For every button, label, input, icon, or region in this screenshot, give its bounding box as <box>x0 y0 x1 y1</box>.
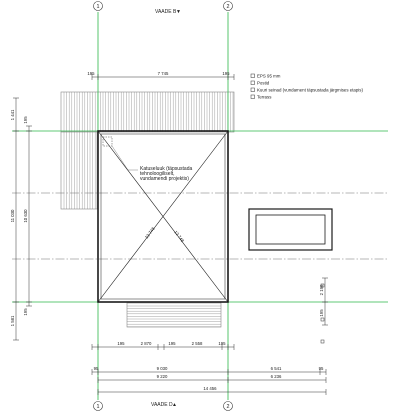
marker-square <box>320 339 325 344</box>
dim-right-1: 2 196 <box>319 284 324 295</box>
square-outline-icon <box>250 87 255 92</box>
terrace-hatch <box>126 302 222 328</box>
axis-bubble-bottom-2: 2 <box>223 401 233 411</box>
svg-text:EPS 95 mm: EPS 95 mm <box>257 74 281 79</box>
svg-text:Postid: Postid <box>257 81 270 86</box>
marker-square <box>320 283 325 288</box>
axis-bubble-top-2: 2 <box>223 1 233 11</box>
dim-top-2: 7 745 <box>158 71 169 76</box>
roof-hatch-note-1: Katuseluuk (täpsustada <box>140 166 192 172</box>
marker-square <box>320 317 325 322</box>
legend: EPS 95 mm Postid Kuuri seinad (vundament… <box>250 73 363 100</box>
dim-left2-2: 10 630 <box>23 209 28 223</box>
dim-left2-3: 195 <box>23 308 28 316</box>
dim-bottom1-1: 195 <box>117 341 125 346</box>
dim-bottom3-2: 6 236 <box>271 374 282 379</box>
dim-left1-3: 1 581 <box>10 315 15 326</box>
roof-overhang-left <box>60 131 98 210</box>
dim-left1-1: 1 441 <box>10 109 15 120</box>
building-outline <box>97 130 229 303</box>
axis-bubble-top-1: 1 <box>93 1 103 11</box>
diagonal-label-b: 13 748 <box>173 230 185 244</box>
shed-outline <box>248 208 333 251</box>
svg-text:1: 1 <box>97 4 100 10</box>
dim-right-2: 195 <box>319 309 324 317</box>
dim-bottom2-3: 6 541 <box>271 366 282 371</box>
legend-item: Postid <box>250 80 270 86</box>
view-label-top: VAADE B <box>155 9 177 15</box>
legend-item: Kuuri seinad (vundament täpsustada järgm… <box>250 87 363 93</box>
square-outline-icon <box>250 94 255 99</box>
square-outline-icon <box>250 80 255 85</box>
reference-lines <box>12 192 388 260</box>
dim-bottom1-5: 195 <box>218 341 226 346</box>
dim-bottom1-3: 195 <box>168 341 176 346</box>
dim-bottom1-2: 2 870 <box>141 341 152 346</box>
dim-bottom2-2: 9 030 <box>157 366 168 371</box>
legend-item: EPS 95 mm <box>250 73 281 79</box>
dim-bottom4-1: 14 456 <box>203 386 217 391</box>
dim-bottom3-1: 9 220 <box>157 374 168 379</box>
dim-left2-1: 195 <box>23 116 28 124</box>
view-label-bottom: VAADE D <box>151 402 173 408</box>
roof-hatch-square <box>102 136 113 147</box>
view-marker-top: ▼ <box>176 9 181 15</box>
svg-text:2: 2 <box>227 404 230 410</box>
dim-left1-2: 11 030 <box>10 209 15 222</box>
roof-hatch-leader <box>111 145 138 171</box>
dim-bottom2-1: 95 <box>94 366 99 371</box>
svg-text:1: 1 <box>97 404 100 410</box>
dim-bottom2-4: 95 <box>319 366 324 371</box>
square-outline-icon <box>250 73 255 78</box>
axis-bubble-bottom-1: 1 <box>93 401 103 411</box>
svg-text:Kuuri seinad (vundament täpsus: Kuuri seinad (vundament täpsustada järgm… <box>257 88 363 93</box>
roof-overhang-top <box>60 91 235 133</box>
legend-item: Terrass <box>250 94 272 100</box>
svg-text:2: 2 <box>227 4 230 10</box>
view-marker-bottom: ▲ <box>172 402 177 408</box>
roof-hatch-note-3: vundamendi projektis) <box>140 176 189 182</box>
dim-top-1: 195 <box>87 71 95 76</box>
svg-text:Terrass: Terrass <box>257 95 272 100</box>
roof-hatch-note-2: tehnoloogiliselt, <box>140 171 174 177</box>
dimension-lines <box>13 74 328 395</box>
dim-bottom1-4: 2 558 <box>192 341 203 346</box>
dim-top-3: 195 <box>222 71 230 76</box>
